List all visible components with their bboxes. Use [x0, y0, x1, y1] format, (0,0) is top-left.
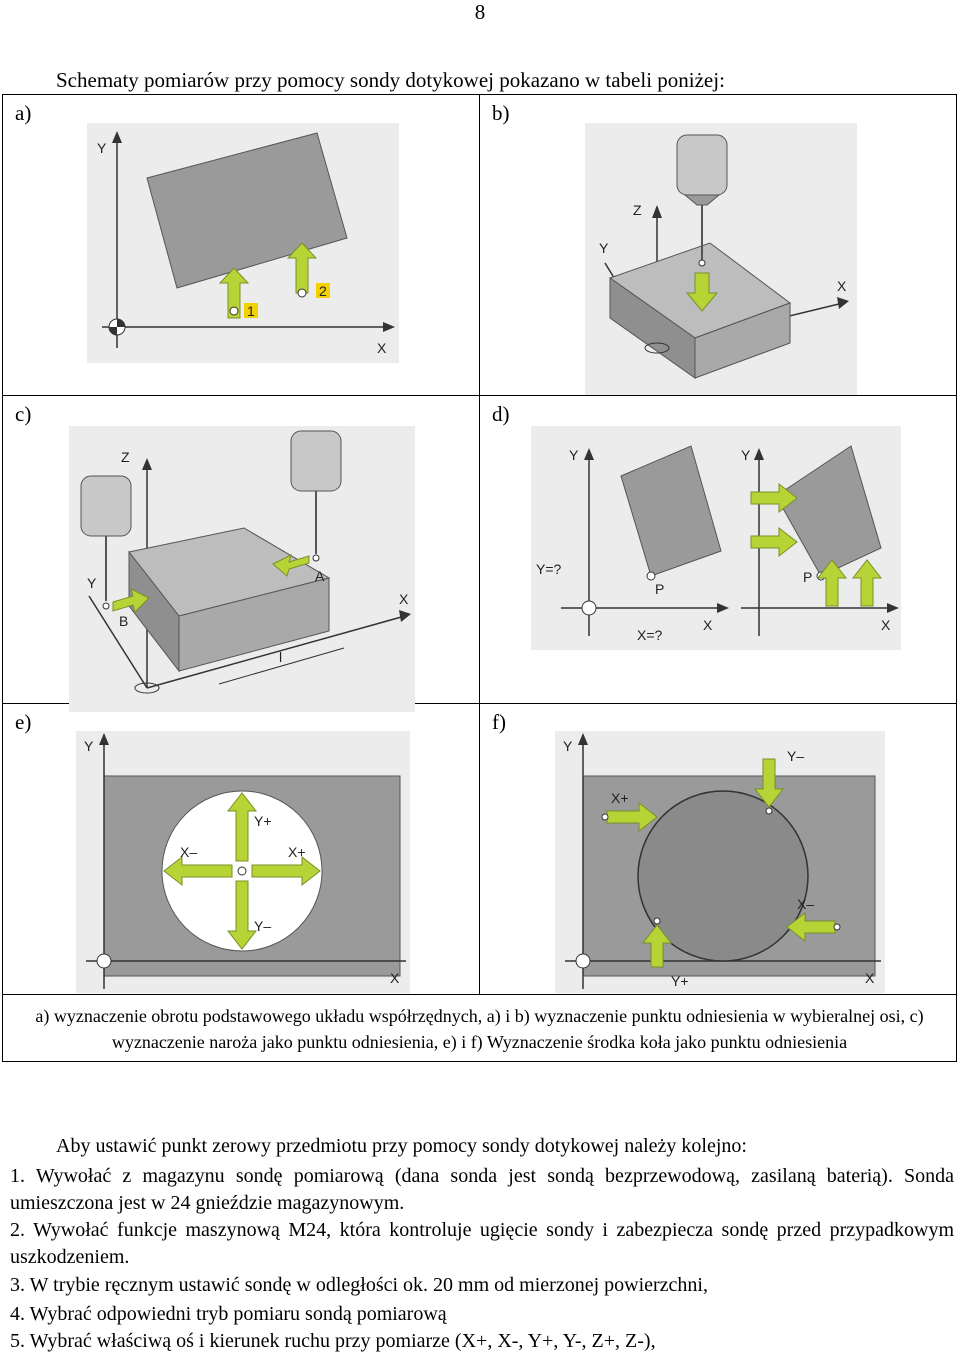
step-4: 4. Wybrać odpowiedni tryb pomiaru sondą …: [10, 1303, 447, 1325]
intro-text: Schematy pomiarów przy pomocy sondy doty…: [56, 68, 725, 92]
diagram-e: Y X Y+ Y– X– X+: [76, 731, 410, 993]
point-a-label: A: [315, 568, 325, 584]
dir-xp-label: X+: [611, 790, 629, 806]
cell-b: b) Z Y X: [479, 94, 957, 396]
dir-xp-label: X+: [288, 844, 306, 860]
figure-table: a) Y X 1: [2, 94, 957, 1062]
diagram-b: Z Y X: [585, 123, 857, 395]
axis-y2-label: Y: [741, 447, 751, 463]
axis-z-label: Z: [633, 202, 642, 218]
cell-label-a: a): [15, 101, 32, 125]
page-number: 8: [474, 0, 486, 24]
axis-z-label: Z: [121, 449, 130, 465]
point-2-label: 2: [319, 283, 327, 299]
cell-e: e) Y X Y+ Y–: [2, 703, 480, 995]
step-5: 5. Wybrać właściwą oś i kierunek ruchu p…: [10, 1330, 656, 1352]
cell-label-f: f): [492, 710, 506, 734]
axis-y-label: Y: [599, 240, 609, 256]
cell-label-b: b): [492, 101, 510, 125]
dir-yp-label: Y+: [671, 973, 689, 989]
point-p1-label: P: [655, 581, 664, 597]
cell-d: d) Y X P Y=? X=?: [479, 395, 957, 704]
axis-x-label: X: [390, 970, 400, 986]
cell-a: a) Y X 1: [2, 94, 480, 396]
axis-x-label: X: [837, 278, 847, 294]
x-query-label: X=?: [637, 627, 663, 643]
axis-y-label: Y: [97, 140, 107, 156]
point-1-label: 1: [247, 303, 255, 319]
diagram-c: Z Y X B A: [69, 426, 415, 712]
dir-ym-label: Y–: [254, 918, 271, 934]
point-p2-label: P: [803, 569, 812, 585]
point-b-label: B: [119, 613, 128, 629]
dir-yp-label: Y+: [254, 813, 272, 829]
cell-label-c: c): [15, 402, 32, 426]
axis-y-label: Y: [87, 575, 97, 591]
diagram-a: Y X 1 2: [87, 123, 399, 363]
step-3: 3. W trybie ręcznym ustawić sondę w odle…: [10, 1274, 708, 1296]
axis-y1-label: Y: [569, 447, 579, 463]
step-2: 2. Wywołać funkcje maszynową M24, która …: [10, 1219, 954, 1268]
instructions-lead: Aby ustawić punkt zerowy przedmiotu przy…: [56, 1135, 747, 1157]
axis-x-label: X: [399, 591, 409, 607]
step-1: 1. Wywołać z magazynu sondę pomiarową (d…: [10, 1165, 954, 1214]
dir-xm-label: X–: [797, 896, 814, 912]
axis-x1-label: X: [703, 617, 713, 633]
cell-f: f) Y X: [479, 703, 957, 995]
diagram-f: Y X Y– Y+ X+ X–: [555, 731, 885, 993]
axis-x-label: X: [377, 340, 387, 356]
figure-caption: a) wyznaczenie obrotu podstawowego układ…: [2, 994, 957, 1062]
axis-x-label: X: [865, 970, 875, 986]
cell-label-d: d): [492, 402, 510, 426]
cell-label-e: e): [15, 710, 32, 734]
axis-x2-label: X: [881, 617, 891, 633]
dir-xm-label: X–: [180, 844, 197, 860]
y-query-label: Y=?: [536, 561, 562, 577]
dir-ym-label: Y–: [787, 748, 804, 764]
axis-y-label: Y: [84, 738, 94, 754]
diagram-d: Y X P Y=? X=? Y X P: [531, 426, 901, 650]
cell-c: c) Z Y X: [2, 395, 480, 712]
length-l-label: l: [279, 649, 282, 665]
axis-y-label: Y: [563, 738, 573, 754]
